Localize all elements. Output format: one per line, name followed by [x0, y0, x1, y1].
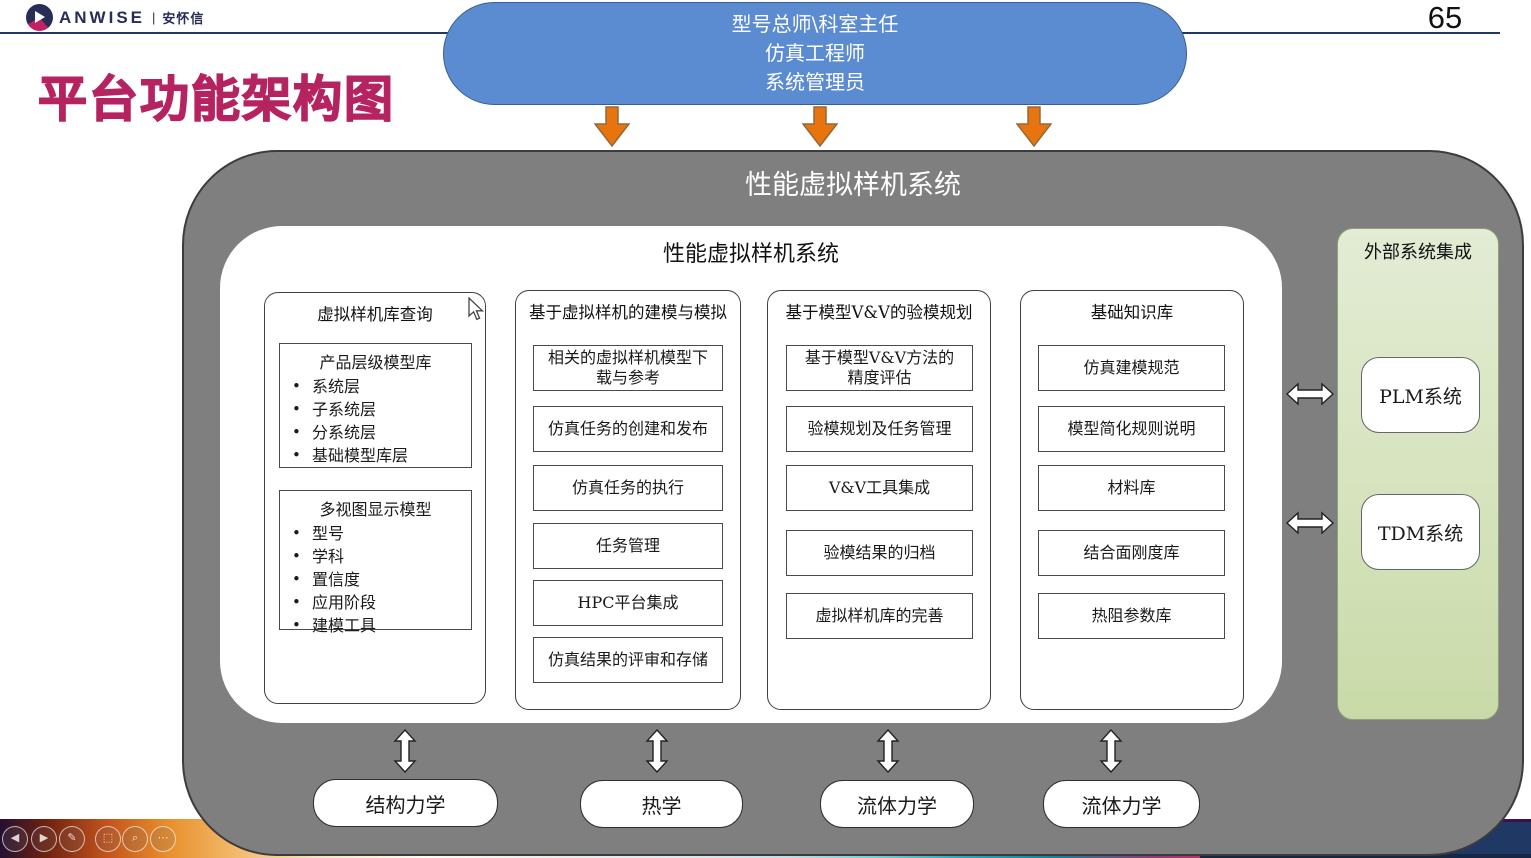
column-modeling-simulation: 基于虚拟样机的建模与模拟 相关的虚拟样机模型下载与参考 仿真任务的创建和发布 仿… — [515, 290, 741, 710]
bullet-item: 置信度 — [292, 568, 471, 591]
page-number: 65 — [1427, 0, 1463, 35]
anwise-logo-icon — [26, 4, 53, 31]
function-box: 验模结果的归档 — [786, 530, 973, 576]
down-arrow-icon — [802, 106, 838, 147]
next-slide-icon[interactable]: ▶ — [31, 826, 57, 852]
logo-separator: | — [152, 10, 156, 25]
function-box: 仿真建模规范 — [1038, 345, 1225, 391]
show-slides-icon[interactable]: ⬚ — [95, 826, 121, 852]
external-systems-panel: 外部系统集成 PLM系统 TDM系统 — [1337, 228, 1499, 720]
bullet-item: 分系统层 — [292, 421, 471, 444]
function-box: 基于模型V&V方法的精度评估 — [786, 345, 973, 391]
group-multiview-model: 多视图显示模型 型号 学科 置信度 应用阶段 建模工具 — [279, 490, 472, 637]
actors-capsule: 型号总师\科室主任 仿真工程师 系统管理员 — [443, 2, 1187, 105]
pen-icon[interactable]: ✎ — [59, 826, 85, 852]
tdm-system-box: TDM系统 — [1361, 494, 1480, 570]
bullet-item: 建模工具 — [292, 614, 471, 637]
bullet-item: 学科 — [292, 545, 471, 568]
function-box: 结合面刚度库 — [1038, 530, 1225, 576]
group-product-model-library: 产品层级模型库 系统层 子系统层 分系统层 基础模型库层 — [279, 343, 472, 468]
down-arrow-icon — [594, 106, 630, 147]
prev-slide-icon[interactable]: ◀ — [2, 826, 28, 852]
function-box: 仿真任务的创建和发布 — [533, 406, 723, 452]
function-box: 仿真结果的评审和存储 — [533, 637, 723, 683]
group-title: 产品层级模型库 — [319, 353, 432, 372]
system-container: 性能虚拟样机系统 性能虚拟样机系统 虚拟样机库查询 产品层级模型库 系统层 子系… — [182, 150, 1524, 856]
double-arrow-vertical-icon — [393, 729, 417, 773]
discipline-box-structural: 结构力学 — [313, 779, 498, 827]
double-arrow-vertical-icon — [876, 729, 900, 773]
discipline-box-fluid-1: 流体力学 — [820, 780, 974, 828]
discipline-box-fluid-2: 流体力学 — [1043, 780, 1200, 828]
plm-system-box: PLM系统 — [1361, 357, 1480, 433]
discipline-box-thermal: 热学 — [580, 780, 743, 828]
double-arrow-vertical-icon — [645, 729, 669, 773]
function-box: 虚拟样机库的完善 — [786, 593, 973, 639]
bullet-item: 系统层 — [292, 375, 471, 398]
system-inner-title: 性能虚拟样机系统 — [662, 242, 839, 267]
system-inner-panel: 性能虚拟样机系统 虚拟样机库查询 产品层级模型库 系统层 子系统层 分系统层 基… — [220, 226, 1282, 723]
actor-line: 仿真工程师 — [765, 41, 865, 65]
logo-brand-text: ANWISE — [59, 7, 145, 27]
double-arrow-vertical-icon — [1099, 729, 1123, 773]
function-box: 相关的虚拟样机模型下载与参考 — [533, 345, 723, 391]
column-title: 基础知识库 — [1090, 303, 1174, 322]
function-box: 模型简化规则说明 — [1038, 406, 1225, 452]
function-box: 仿真任务的执行 — [533, 465, 723, 511]
function-box: 材料库 — [1038, 465, 1225, 511]
double-arrow-horizontal-icon — [1286, 382, 1334, 406]
external-panel-title: 外部系统集成 — [1364, 242, 1472, 263]
bullet-item: 应用阶段 — [292, 591, 471, 614]
zoom-icon[interactable]: ⌕ — [122, 826, 148, 852]
more-options-icon[interactable]: ⋯ — [150, 826, 176, 852]
function-box: 任务管理 — [533, 523, 723, 569]
column-knowledge-base: 基础知识库 仿真建模规范 模型简化规则说明 材料库 结合面刚度库 热阻参数库 — [1020, 290, 1244, 710]
function-box: 热阻参数库 — [1038, 593, 1225, 639]
logo-brand-cn: 安怀信 — [162, 11, 205, 26]
column-title: 基于模型V&V的验模规划 — [785, 303, 973, 322]
function-box: HPC平台集成 — [533, 580, 723, 626]
slide-title: 平台功能架构图 — [37, 72, 396, 128]
system-outer-title: 性能虚拟样机系统 — [745, 170, 961, 201]
column-prototype-library-query: 虚拟样机库查询 产品层级模型库 系统层 子系统层 分系统层 基础模型库层 多视图… — [264, 292, 486, 704]
bullet-item: 子系统层 — [292, 398, 471, 421]
anwise-logo: ANWISE | 安怀信 — [26, 4, 204, 31]
double-arrow-horizontal-icon — [1286, 511, 1334, 535]
column-title: 虚拟样机库查询 — [317, 305, 433, 324]
column-title: 基于虚拟样机的建模与模拟 — [529, 303, 727, 322]
group-title: 多视图显示模型 — [319, 500, 432, 519]
bullet-item: 型号 — [292, 522, 471, 545]
down-arrow-icon — [1016, 106, 1052, 147]
mouse-cursor-icon — [468, 297, 485, 321]
bullet-item: 基础模型库层 — [292, 444, 471, 467]
function-box: 验模规划及任务管理 — [786, 406, 973, 452]
function-box: V&V工具集成 — [786, 465, 973, 511]
column-vv-planning: 基于模型V&V的验模规划 基于模型V&V方法的精度评估 验模规划及任务管理 V&… — [767, 290, 991, 710]
actor-line: 型号总师\科室主任 — [731, 12, 899, 36]
actor-line: 系统管理员 — [765, 70, 865, 94]
